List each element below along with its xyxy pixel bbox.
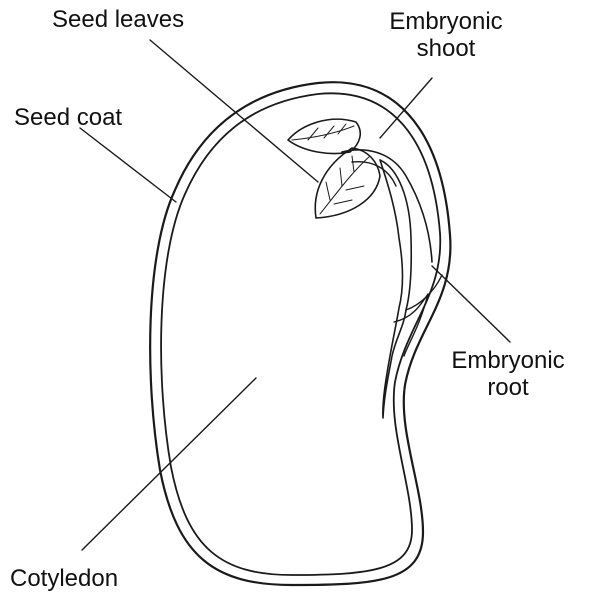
leader-embryonic-root: [432, 266, 510, 342]
radicle-pocket: [394, 294, 428, 356]
label-embryonic-root: Embryonic root: [428, 347, 588, 401]
label-embryonic-root-line1: Embryonic: [428, 347, 588, 374]
label-seed-leaves: Seed leaves: [52, 6, 184, 33]
leader-seed-leaves: [150, 40, 318, 182]
seed-coat-outer: [150, 82, 450, 585]
label-embryonic-shoot-line1: Embryonic: [384, 8, 508, 35]
leader-seed-coat: [80, 128, 176, 202]
label-embryonic-root-line2: root: [428, 374, 588, 401]
label-embryonic-shoot-line2: shoot: [384, 35, 508, 62]
seed-leaf-front-vein: [320, 156, 370, 214]
label-cotyledon: Cotyledon: [10, 565, 118, 592]
label-seed-coat: Seed coat: [14, 104, 122, 131]
embryonic-shoot-stem: [342, 150, 432, 262]
leader-cotyledon: [82, 378, 256, 550]
seed-leaf-back-vein: [292, 124, 354, 140]
embryonic-shoot-stem-inner: [352, 162, 396, 186]
seed-leaf-back: [288, 119, 360, 153]
label-embryonic-shoot: Embryonic shoot: [384, 8, 508, 62]
